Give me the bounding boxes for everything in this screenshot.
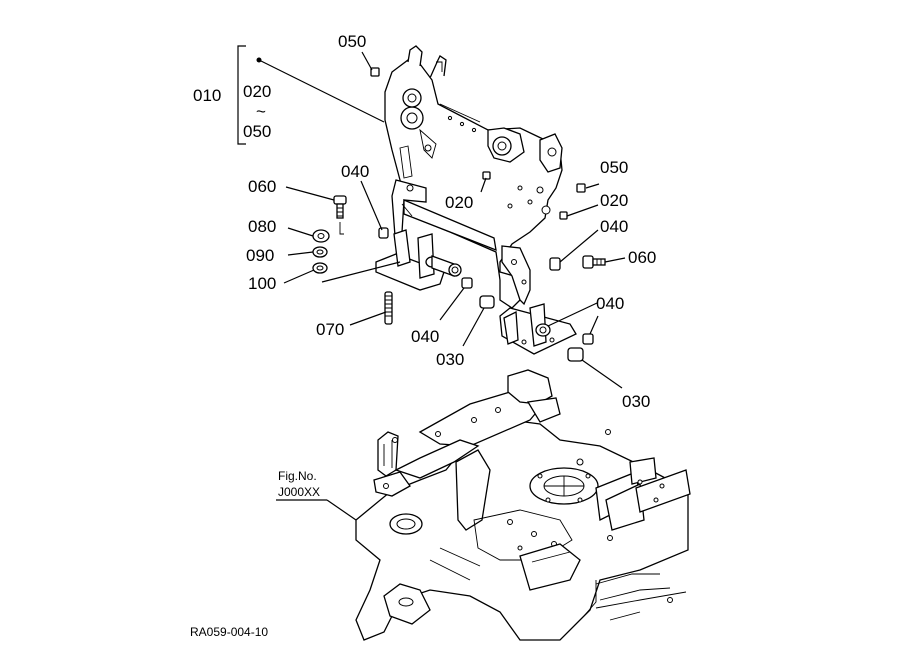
callout-labels: 050 040 060 080 090 100 020 050 020 040 … [246,32,656,411]
callout-010: 010 [193,86,221,105]
leader-010 [258,59,385,123]
bushing-050-right [576,183,586,193]
bushing-050-top [370,67,380,77]
bushing-020-mid [482,171,491,180]
drawing-code: RA059-004-10 [190,625,268,639]
callout-080: 080 [248,217,276,236]
bushing-020-right [559,211,568,220]
callout-020-mid: 020 [445,193,473,212]
figure-ref-number: J000XX [278,485,320,499]
bushing-030-right [567,347,584,362]
callout-100: 100 [248,274,276,293]
callout-040-upper: 040 [341,162,369,181]
bolt-060-right [582,255,606,269]
range-tilde: ~ [256,102,266,121]
stud-070 [384,291,393,325]
assembly-bracket-010: 010 020 ~ 050 [193,45,385,145]
callout-020-right: 020 [600,191,628,210]
figure-ref-leader [326,499,357,521]
chassis-reference [355,369,691,641]
bushing-030-left [479,295,495,309]
callout-070: 070 [316,320,344,339]
figure-ref-label: Fig.No. [278,469,317,483]
callout-040-lower-right: 040 [596,294,624,313]
bushing-040-lower [461,277,473,289]
callout-050-range: 050 [243,122,271,141]
main-frame-part [375,45,577,355]
callout-060-left: 060 [248,177,276,196]
bushing-040-lower-right [582,333,594,345]
bushing-040-right [549,257,561,271]
callout-040-lower: 040 [411,327,439,346]
callout-060-right: 060 [628,248,656,267]
callout-050-top: 050 [338,32,366,51]
callout-090: 090 [246,246,274,265]
loose-hardware [312,67,606,362]
leader-lines [283,51,626,389]
bushing-040-upper [378,227,389,239]
callout-040-right: 040 [600,217,628,236]
bolt-060-left [333,195,347,235]
callout-030-right: 030 [622,392,650,411]
callout-030-left: 030 [436,350,464,369]
callout-020-range: 020 [243,82,271,101]
callout-050-right: 050 [600,158,628,177]
